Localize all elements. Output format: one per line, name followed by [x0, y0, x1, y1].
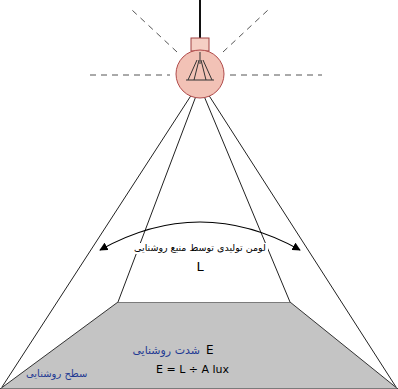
light-bulb	[176, 50, 224, 98]
cord	[199, 0, 201, 38]
surface-text: E = L ÷ A lux	[156, 364, 229, 377]
surface-outline	[0, 302, 398, 389]
symbol-label: L	[194, 260, 205, 275]
surface-text: سطح روشنایی	[26, 368, 87, 380]
surface-text: شدت روشنایی	[132, 345, 200, 358]
arc-caption: لومن تولیدی توسط منبع روشنایی	[132, 243, 268, 254]
surface-text: E	[206, 344, 214, 358]
illuminated-surface: E شدت روشنایی E = L ÷ A lux سطح روشنایی	[0, 302, 398, 389]
lamp-socket	[191, 38, 209, 51]
filament	[186, 52, 214, 80]
